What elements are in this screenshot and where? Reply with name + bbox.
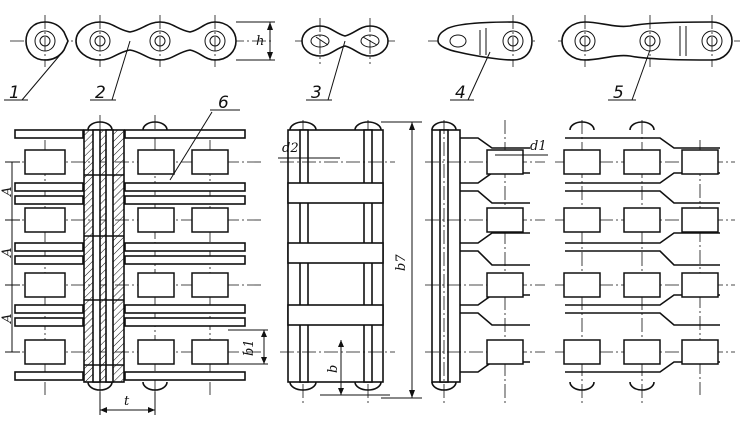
dim-A-1: A <box>0 187 15 197</box>
variant-label-3: 3 <box>311 83 322 103</box>
dim-t: t <box>124 394 130 409</box>
variant-label-5: 5 <box>613 83 624 103</box>
link-variant-1 <box>21 15 69 101</box>
dim-d1: d1 <box>530 139 547 154</box>
chain-section-view: A A A b1 t 6 <box>0 93 268 415</box>
dim-b1: b1 <box>242 339 257 356</box>
variant-label-1: 1 <box>9 83 20 103</box>
variant-label-2: 2 <box>95 83 106 103</box>
dim-b7: b7 <box>394 254 409 271</box>
link-variant-4 <box>437 15 533 101</box>
chain-pin-view: d2 b b7 <box>278 120 422 405</box>
variant-label-4: 4 <box>455 83 466 103</box>
link-variants-row: h <box>4 15 740 103</box>
dim-b: b <box>326 365 341 373</box>
link-variant-3 <box>301 18 389 101</box>
dim-d2: d2 <box>282 141 299 156</box>
chain-cranked-view: d1 <box>425 120 548 405</box>
chain-triplex-view <box>555 120 735 405</box>
link-variant-2: h <box>75 15 275 101</box>
dim-A-3: A <box>0 314 15 324</box>
dim-h: h <box>256 34 264 49</box>
callout-6: 6 <box>218 93 229 113</box>
dim-A-2: A <box>0 248 15 258</box>
link-variant-5 <box>561 15 733 101</box>
